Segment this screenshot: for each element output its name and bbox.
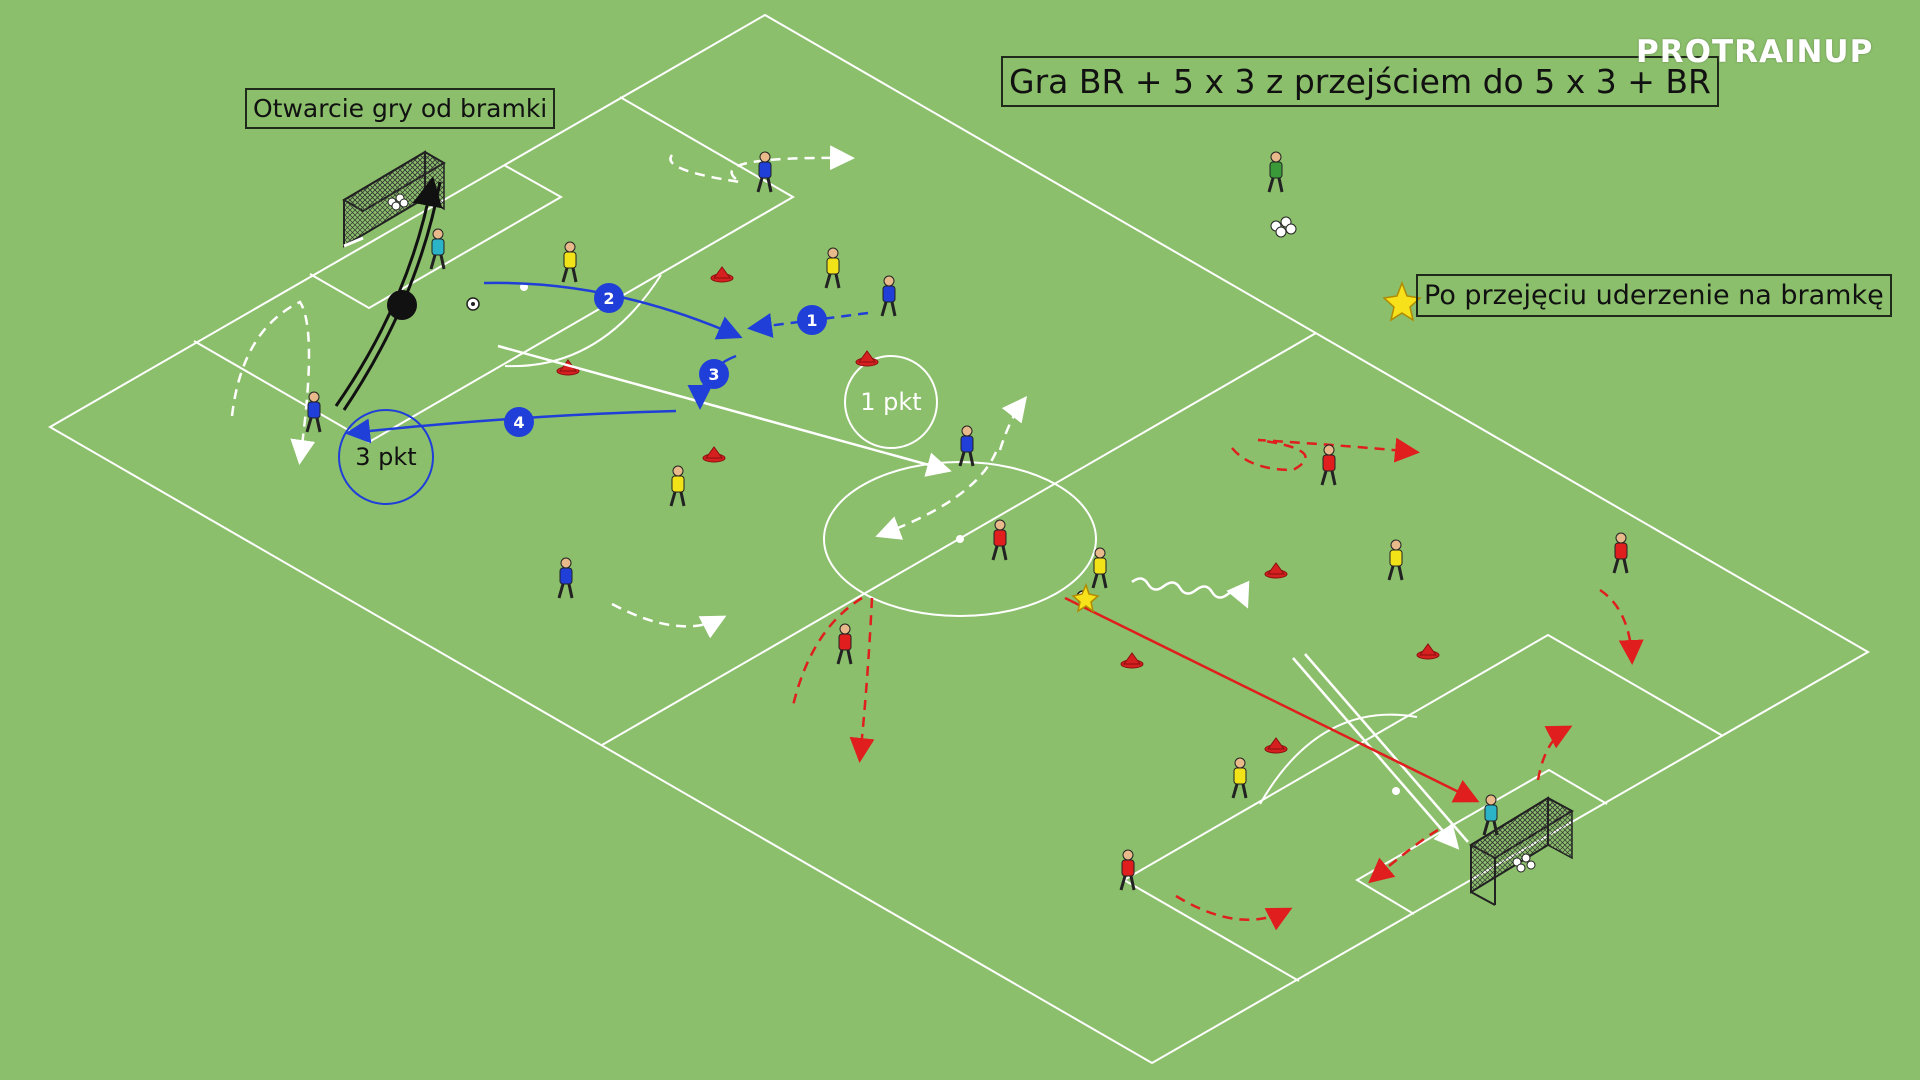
run-line <box>875 451 998 540</box>
svg-text:4: 4 <box>513 413 524 432</box>
right-penalty-arc <box>1259 713 1418 805</box>
run-line <box>1536 725 1573 781</box>
right-penalty-spot <box>1392 787 1400 795</box>
run-line <box>849 597 875 763</box>
cone-icon <box>855 350 879 367</box>
run-line <box>611 602 727 639</box>
left-penalty-arc <box>504 274 662 368</box>
player-icon <box>1231 757 1248 799</box>
cones <box>556 266 1440 754</box>
cone-icon <box>710 266 734 283</box>
player-icon <box>824 247 841 289</box>
right-goal-net-icon <box>1468 796 1575 906</box>
zone-3pkt: 3 pkt <box>338 409 434 505</box>
cone-icon <box>702 446 726 463</box>
run-line <box>1175 894 1293 931</box>
badge-4: 4 <box>504 407 534 437</box>
shot-line <box>1064 596 1480 803</box>
shot-line <box>1304 653 1469 843</box>
number-badges: 1 2 3 4 <box>504 283 827 437</box>
pass-line <box>497 344 952 477</box>
run-line <box>1231 437 1420 472</box>
run-line <box>1599 588 1644 665</box>
left-penalty-spot <box>520 283 528 291</box>
ball-marker-icon <box>387 290 417 320</box>
legend-star-icon <box>1382 280 1422 322</box>
zone-3pkt-label: 3 pkt <box>355 443 416 471</box>
pitch-lines <box>47 13 1871 1065</box>
player-icon <box>305 391 322 433</box>
svg-text:3: 3 <box>708 365 719 384</box>
right-penalty-area <box>1122 633 1724 982</box>
svg-text:2: 2 <box>603 289 614 308</box>
player-icon <box>1267 151 1284 193</box>
run-line <box>669 145 855 184</box>
player-icon <box>557 557 574 599</box>
left-penalty-area <box>193 96 795 444</box>
star-icon <box>1071 582 1100 613</box>
badge-3: 3 <box>699 359 729 389</box>
player-icon <box>1119 849 1136 891</box>
left-label: Otwarcie gry od bramki <box>245 88 556 129</box>
cone-icon <box>1120 652 1144 669</box>
cone-icon <box>1264 562 1288 579</box>
center-spot <box>956 535 964 543</box>
run-line <box>230 300 316 465</box>
ball-icon <box>466 297 480 311</box>
drill-title: Gra BR + 5 x 3 z przejściem do 5 x 3 + B… <box>1001 56 1719 107</box>
player-icon <box>880 275 897 317</box>
player-icon <box>836 623 853 665</box>
zone-1pkt: 1 pkt <box>844 355 938 449</box>
player-icon <box>1482 794 1499 836</box>
shot-line <box>1292 657 1460 850</box>
left-goal-net-icon <box>342 150 446 248</box>
player-icon <box>669 465 686 507</box>
left-goal-area <box>309 164 564 310</box>
white-runs <box>230 145 1469 850</box>
run-line <box>998 396 1028 451</box>
run-line <box>1368 828 1439 884</box>
badge-1: 1 <box>797 305 827 335</box>
cone-icon <box>1264 737 1288 754</box>
player-icon <box>1612 532 1629 574</box>
svg-text:1: 1 <box>806 311 817 330</box>
pitch-outline <box>47 13 1871 1065</box>
player-icon <box>429 228 446 270</box>
player-icon <box>561 241 578 283</box>
cone-icon <box>1416 643 1440 660</box>
ball-pile-icon <box>1270 216 1297 238</box>
zone-1pkt-label: 1 pkt <box>860 388 921 416</box>
player-icon <box>1091 547 1108 589</box>
badge-2: 2 <box>594 283 624 313</box>
brand-logo: PROTRAINUP <box>1636 34 1874 70</box>
right-label: Po przejęciu uderzenie na bramkę <box>1416 274 1892 317</box>
player-icon <box>991 519 1008 561</box>
player-icon <box>1387 539 1404 581</box>
red-runs <box>790 437 1644 931</box>
player-icon <box>756 151 773 193</box>
dribble-line <box>1131 577 1250 609</box>
player-icon <box>1320 444 1337 486</box>
player-icon <box>958 425 975 467</box>
